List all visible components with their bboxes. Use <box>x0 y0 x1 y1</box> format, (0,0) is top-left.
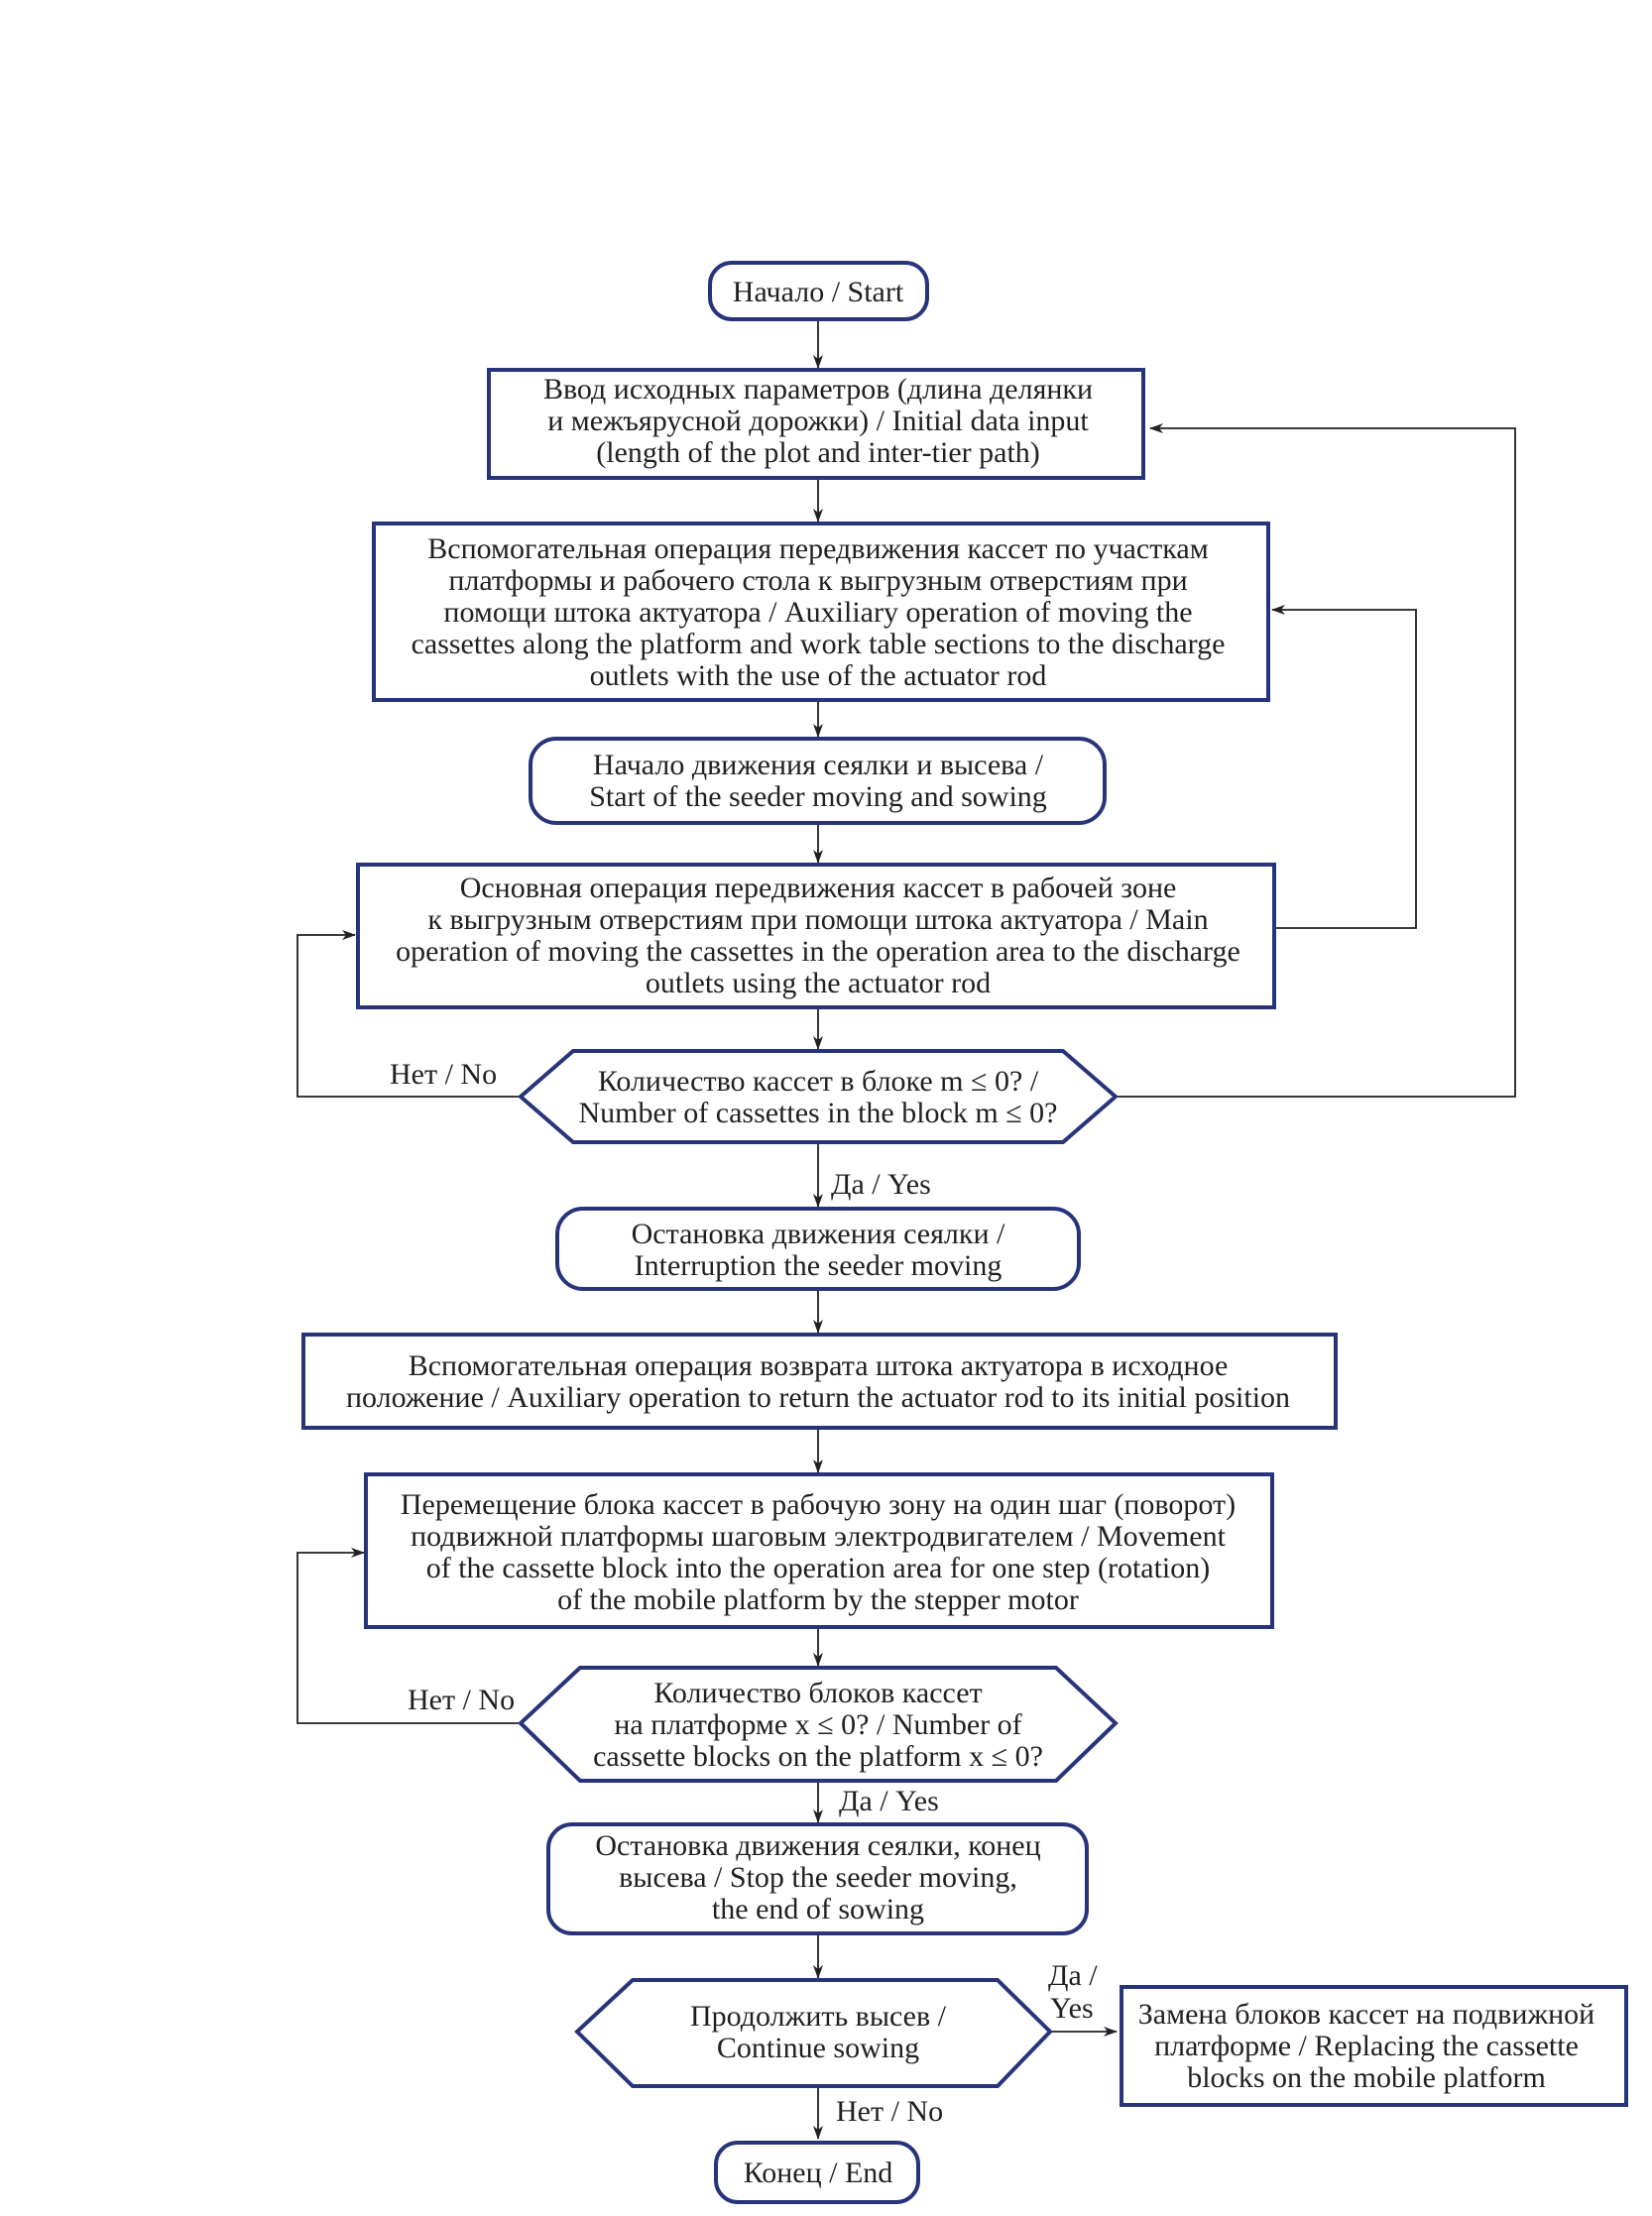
label-yes-continue-line1: Да / <box>1048 1959 1098 1992</box>
node-text-line: Interruption the seeder moving <box>635 1249 1003 1282</box>
node-seeder-start: Начало движения сеялки и высева /Start o… <box>529 737 1107 825</box>
node-text-line: of the mobile platform by the stepper mo… <box>557 1583 1079 1616</box>
node-text-line: Вспомогательная операция передвижения ка… <box>427 532 1208 565</box>
main-moving-label: Основная операция передвижения кассет в … <box>396 872 1240 999</box>
label-yes-cassette-check: Да / Yes <box>831 1168 931 1201</box>
auxiliary-moving-box <box>372 522 1270 702</box>
node-block-movement: Перемещение блока кассет в рабочую зону … <box>364 1472 1274 1629</box>
label-yes-continue-line2: Yes <box>1050 1992 1094 2025</box>
start-terminal-shape <box>708 261 929 321</box>
node-text-line: Продолжить высев / <box>690 2000 947 2033</box>
cassette-count-label: Количество кассет в блоке m ≤ 0? /Number… <box>578 1065 1057 1129</box>
node-text-line: Continue sowing <box>717 2032 919 2064</box>
node-continue-sowing: Продолжить высев /Continue sowing <box>574 1978 1053 2088</box>
continue-sowing-decision-shape <box>574 1978 1053 2088</box>
node-text-line: Конец / End <box>744 2157 893 2189</box>
auxiliary-moving-label: Вспомогательная операция передвижения ка… <box>412 532 1226 692</box>
edge-cassette-check-yes-loop <box>1116 423 1516 1098</box>
replace-blocks-box <box>1120 1985 1628 2107</box>
node-text-line: blocks on the mobile platform <box>1187 2061 1546 2094</box>
block-count-decision-shape <box>518 1666 1119 1783</box>
node-text-line: cassette blocks on the platform x ≤ 0? <box>593 1740 1043 1773</box>
node-text-line: of the cassette block into the operation… <box>426 1552 1211 1584</box>
main-moving-box <box>356 863 1276 1009</box>
interruption-label: Остановка движения сеялки /Interruption … <box>632 1218 1005 1282</box>
node-text-line: outlets using the actuator rod <box>646 967 991 999</box>
node-text-line: Вспомогательная операция возврата штока … <box>409 1349 1229 1382</box>
interruption-terminal-shape <box>555 1207 1081 1291</box>
node-cassette-count-check: Количество кассет в блоке m ≤ 0? /Number… <box>517 1049 1120 1144</box>
stop-end-terminal-shape <box>546 1822 1089 1935</box>
end-label: Конец / End <box>744 2157 893 2189</box>
node-text-line: на платформе x ≤ 0? / Number of <box>614 1708 1021 1741</box>
node-main-moving: Основная операция передвижения кассет в … <box>356 863 1276 1009</box>
node-text-line: помощи штока актуатора / Auxiliary opera… <box>443 596 1192 629</box>
node-text-line: высева / Stop the seeder moving, <box>619 1861 1017 1894</box>
auxiliary-return-label: Вспомогательная операция возврата штока … <box>346 1349 1290 1414</box>
node-text-line: the end of sowing <box>712 1893 924 1925</box>
continue-sowing-label: Продолжить высев /Continue sowing <box>690 2000 947 2064</box>
node-interruption: Остановка движения сеялки /Interruption … <box>555 1207 1081 1291</box>
seeder-start-label: Начало движения сеялки и высева /Start o… <box>589 749 1047 813</box>
seeder-start-terminal-shape <box>529 737 1107 825</box>
block-movement-label: Перемещение блока кассет в рабочую зону … <box>401 1488 1236 1616</box>
node-text-line: operation of moving the cassettes in the… <box>396 935 1240 968</box>
edge-main-move-return-loop <box>1271 605 1417 929</box>
node-text-line: Основная операция передвижения кассет в … <box>460 872 1177 904</box>
node-text-line: платформы и рабочего стола к выгрузным о… <box>448 564 1187 597</box>
node-text-line: Остановка движения сеялки, конец <box>595 1829 1040 1862</box>
auxiliary-return-box <box>301 1333 1338 1430</box>
node-text-line: outlets with the use of the actuator rod <box>590 659 1047 692</box>
end-terminal-shape <box>714 2141 920 2204</box>
node-text-line: Start of the seeder moving and sowing <box>589 780 1047 813</box>
label-no-cassette-check: Нет / No <box>390 1058 497 1091</box>
node-text-line: Остановка движения сеялки / <box>632 1218 1005 1250</box>
node-text-line: Перемещение блока кассет в рабочую зону … <box>401 1488 1236 1521</box>
start-label: Начало / Start <box>733 276 904 308</box>
edge-cassette-check-no-loop <box>296 930 521 1098</box>
node-text-line: положение / Auxiliary operation to retur… <box>346 1381 1290 1414</box>
node-text-line: cassettes along the platform and work ta… <box>412 628 1226 660</box>
node-text-line: Ввод исходных параметров (длина делянки <box>543 373 1093 406</box>
node-text-line: Number of cassettes in the block m ≤ 0? <box>578 1097 1057 1129</box>
node-text-line: и межъярусной дорожки) / Initial data in… <box>547 405 1089 437</box>
initial-data-input-box <box>487 368 1145 480</box>
node-text-line: к выгрузным отверстиям при помощи штока … <box>427 903 1208 936</box>
node-auxiliary-return: Вспомогательная операция возврата штока … <box>301 1333 1338 1430</box>
node-text-line: (length of the plot and inter-tier path) <box>596 436 1040 469</box>
cassette-count-decision-shape <box>517 1049 1120 1144</box>
label-no-continue: Нет / No <box>836 2095 943 2128</box>
flow-lines <box>296 319 1516 2140</box>
node-text-line: Начало / Start <box>733 276 904 308</box>
block-movement-box <box>364 1472 1274 1629</box>
node-auxiliary-moving: Вспомогательная операция передвижения ка… <box>372 522 1270 702</box>
node-text-line: подвижной платформы шаговым электродвига… <box>411 1520 1227 1553</box>
edge-block-check-no-loop <box>296 1548 521 1724</box>
node-start: Начало / Start <box>708 261 929 321</box>
label-no-block-check: Нет / No <box>408 1684 515 1716</box>
node-text-line: Количество кассет в блоке m ≤ 0? / <box>598 1065 1039 1098</box>
label-yes-block-check: Да / Yes <box>839 1785 939 1817</box>
node-text-line: Начало движения сеялки и высева / <box>593 749 1044 781</box>
node-text-line: платформе / Replacing the cassette <box>1154 2030 1579 2062</box>
node-text-line: Количество блоков кассет <box>653 1677 982 1709</box>
node-end: Конец / End <box>714 2141 920 2204</box>
edge-labels: Нет / No Да / Yes Нет / No Да / Yes Да /… <box>390 1058 1098 2128</box>
node-text-line: Замена блоков кассет на подвижной <box>1138 1998 1594 2031</box>
